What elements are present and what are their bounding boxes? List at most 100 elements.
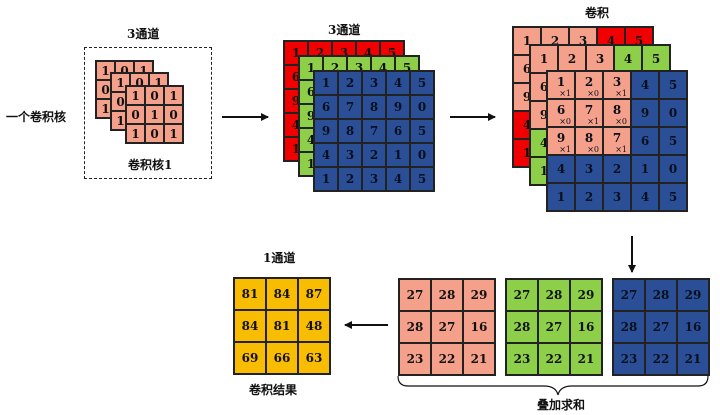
kernel-weight: ×1 bbox=[615, 89, 627, 98]
cell-value: 21 bbox=[577, 352, 595, 366]
cell-value: 3 bbox=[612, 190, 622, 204]
matrix-cell: 6 bbox=[631, 127, 659, 155]
cell-value: 1 bbox=[116, 113, 125, 128]
matrix-cell: 1 bbox=[631, 155, 659, 183]
cell-value: 9 bbox=[522, 90, 532, 104]
matrix-cell: 9 bbox=[631, 99, 659, 127]
cell-value: 16 bbox=[684, 320, 702, 334]
cell-value: 1 bbox=[150, 107, 159, 122]
cell-value: 1 bbox=[556, 190, 566, 204]
matrix-cell: 8 bbox=[338, 119, 362, 143]
matrix-cell: 29 bbox=[677, 279, 709, 311]
matrix-cell: 3 bbox=[338, 143, 362, 167]
cell-value: 9 bbox=[393, 100, 403, 114]
matrix-cell: 84 bbox=[234, 310, 266, 342]
cell-value: 9 bbox=[640, 106, 650, 120]
cell-value: 8 bbox=[612, 103, 622, 117]
cell-value: 48 bbox=[305, 319, 323, 333]
cell-value: 66 bbox=[273, 351, 291, 365]
matrix-cell: 4 bbox=[547, 155, 575, 183]
input-channels-label: 3通道 bbox=[328, 23, 361, 37]
cell-value: 84 bbox=[273, 287, 291, 301]
matrix-cell: 1×1 bbox=[547, 71, 575, 99]
cell-value: 2 bbox=[315, 46, 325, 60]
matrix-cell: 23 bbox=[506, 343, 538, 375]
matrix-cell: 5 bbox=[410, 119, 434, 143]
kernel1-label: 卷积核1 bbox=[128, 158, 173, 172]
matrix-cell: 81 bbox=[266, 310, 298, 342]
kernel-weight: ×0 bbox=[615, 117, 627, 126]
matrix-cell: 4 bbox=[386, 71, 410, 95]
cell-value: 2 bbox=[550, 34, 560, 48]
cell-value: 21 bbox=[470, 352, 488, 366]
cell-value: 87 bbox=[305, 287, 323, 301]
matrix-cell: 0 bbox=[410, 143, 434, 167]
matrix-cell: 16 bbox=[463, 311, 495, 343]
cell-value: 1 bbox=[169, 126, 178, 141]
cell-value: 4 bbox=[640, 190, 650, 204]
matrix-cell: 28 bbox=[506, 311, 538, 343]
cell-value: 4 bbox=[306, 133, 316, 147]
matrix-cell: 3 bbox=[603, 183, 631, 211]
matrix-cell: 0 bbox=[126, 105, 145, 124]
cell-value: 0 bbox=[116, 94, 125, 109]
matrix-cell: 8×0 bbox=[603, 99, 631, 127]
cell-value: 7 bbox=[584, 103, 594, 117]
cell-value: 6 bbox=[291, 70, 301, 84]
matrix-cell: 1 bbox=[314, 167, 338, 191]
matrix-cell: 27 bbox=[645, 311, 677, 343]
cell-value: 3 bbox=[369, 172, 379, 186]
matrix-cell: 1 bbox=[145, 105, 164, 124]
cell-value: 1 bbox=[556, 75, 566, 89]
matrix-cell: 8 bbox=[362, 95, 386, 119]
matrix-cell: 0 bbox=[410, 95, 434, 119]
cell-value: 1 bbox=[306, 61, 316, 75]
matrix-cell: 16 bbox=[677, 311, 709, 343]
cell-value: 4 bbox=[378, 61, 388, 75]
cell-value: 1 bbox=[306, 157, 316, 171]
matrix-cell: 87 bbox=[298, 278, 330, 310]
cell-value: 5 bbox=[668, 78, 678, 92]
matrix-cell: 48 bbox=[298, 310, 330, 342]
cell-value: 1 bbox=[522, 146, 532, 160]
cell-value: 81 bbox=[273, 319, 291, 333]
cell-value: 0 bbox=[668, 162, 678, 176]
cell-value: 4 bbox=[291, 118, 301, 132]
cell-value: 1 bbox=[101, 63, 110, 78]
matrix-cell: 0 bbox=[145, 124, 164, 143]
cell-value: 27 bbox=[652, 320, 670, 334]
cell-value: 6 bbox=[306, 85, 316, 99]
matrix-cell: 2×0 bbox=[575, 71, 603, 99]
cell-value: 4 bbox=[606, 34, 616, 48]
cell-value: 22 bbox=[545, 352, 563, 366]
matrix-cell: 4 bbox=[314, 143, 338, 167]
one-channel-label: 1通道 bbox=[263, 251, 296, 265]
kernel-weight: ×1 bbox=[587, 117, 599, 126]
cell-value: 5 bbox=[417, 124, 427, 138]
cell-value: 29 bbox=[470, 288, 488, 302]
cell-value: 2 bbox=[584, 190, 594, 204]
cell-value: 2 bbox=[612, 162, 622, 176]
cell-value: 1 bbox=[139, 63, 148, 78]
cell-value: 28 bbox=[652, 288, 670, 302]
matrix-cell: 2 bbox=[603, 155, 631, 183]
cell-value: 6 bbox=[539, 80, 549, 94]
matrix-cell: 5 bbox=[410, 167, 434, 191]
matrix-cell: 22 bbox=[645, 343, 677, 375]
cell-value: 4 bbox=[522, 118, 532, 132]
cell-value: 1 bbox=[640, 162, 650, 176]
cell-value: 28 bbox=[406, 320, 424, 334]
matrix-cell: 23 bbox=[399, 343, 431, 375]
matrix-cell: 29 bbox=[570, 279, 602, 311]
cell-value: 0 bbox=[135, 75, 144, 90]
matrix-cell: 84 bbox=[266, 278, 298, 310]
matrix-cell: 8×0 bbox=[575, 127, 603, 155]
cell-value: 1 bbox=[321, 172, 331, 186]
cell-value: 1 bbox=[539, 52, 549, 66]
one-kernel-label: 一个卷积核 bbox=[6, 110, 67, 124]
matrix-cell: 69 bbox=[234, 342, 266, 374]
kernel-weight: ×0 bbox=[587, 89, 599, 98]
